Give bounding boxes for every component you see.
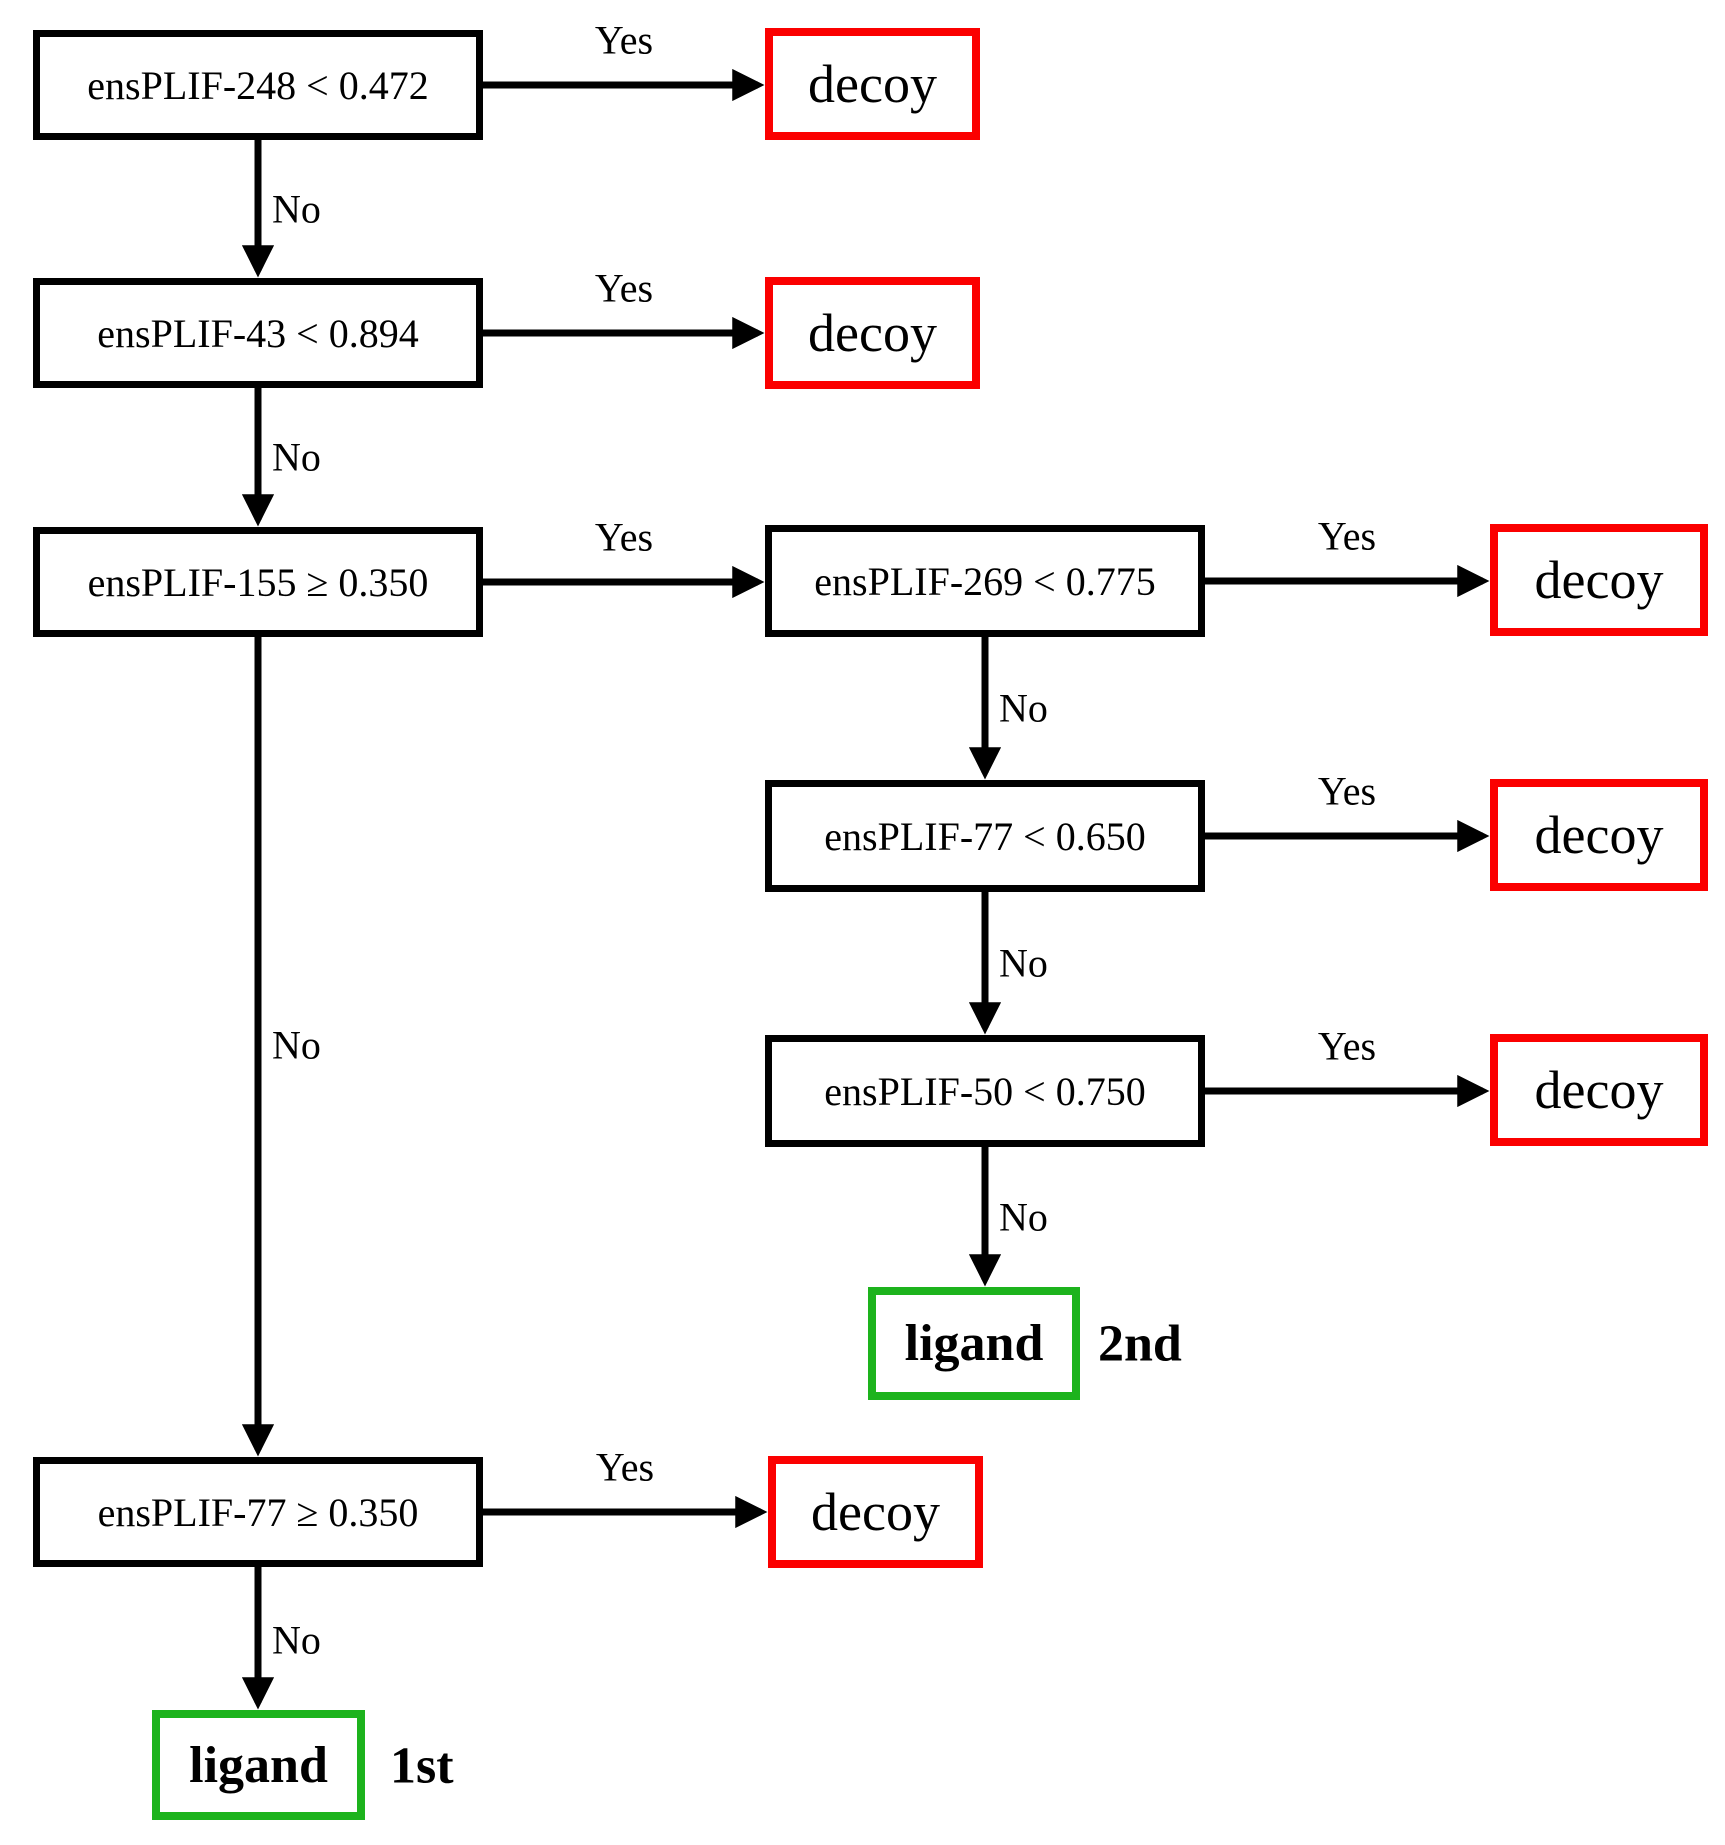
- rank-label-1st: 1st: [390, 1737, 454, 1795]
- decoy-node-1: decoy: [765, 28, 980, 140]
- edge-label-no: No: [272, 186, 321, 232]
- condition-node-ensplif-248: ensPLIF-248 < 0.472: [33, 30, 483, 140]
- condition-node-ensplif-43: ensPLIF-43 < 0.894: [33, 278, 483, 388]
- edge-label-yes: Yes: [594, 514, 654, 560]
- edge-label-no: No: [272, 1617, 321, 1663]
- decoy-node-6: decoy: [768, 1456, 983, 1568]
- edge-label-yes: Yes: [594, 17, 654, 63]
- condition-node-ensplif-77-right: ensPLIF-77 < 0.650: [765, 780, 1205, 892]
- edge-label-yes: Yes: [1317, 768, 1377, 814]
- edge-label-yes: Yes: [595, 1444, 655, 1490]
- edge-label-yes: Yes: [594, 265, 654, 311]
- edge-label-no: No: [272, 434, 321, 480]
- edge-label-no: No: [999, 1194, 1048, 1240]
- ligand-node-2nd: ligand: [868, 1287, 1080, 1400]
- edge-label-no: No: [999, 940, 1048, 986]
- rank-label-2nd: 2nd: [1098, 1315, 1182, 1373]
- decoy-node-5: decoy: [1490, 1034, 1708, 1146]
- ligand-node-1st: ligand: [152, 1710, 365, 1820]
- edge-label-yes: Yes: [1317, 513, 1377, 559]
- decoy-node-3: decoy: [1490, 524, 1708, 636]
- decoy-node-2: decoy: [765, 277, 980, 389]
- condition-node-ensplif-77-left: ensPLIF-77 ≥ 0.350: [33, 1457, 483, 1567]
- edge-label-no: No: [272, 1022, 321, 1068]
- condition-node-ensplif-269: ensPLIF-269 < 0.775: [765, 525, 1205, 637]
- edge-label-no: No: [999, 685, 1048, 731]
- condition-node-ensplif-50: ensPLIF-50 < 0.750: [765, 1035, 1205, 1147]
- decoy-node-4: decoy: [1490, 779, 1708, 891]
- condition-node-ensplif-155: ensPLIF-155 ≥ 0.350: [33, 527, 483, 637]
- edge-label-yes: Yes: [1317, 1023, 1377, 1069]
